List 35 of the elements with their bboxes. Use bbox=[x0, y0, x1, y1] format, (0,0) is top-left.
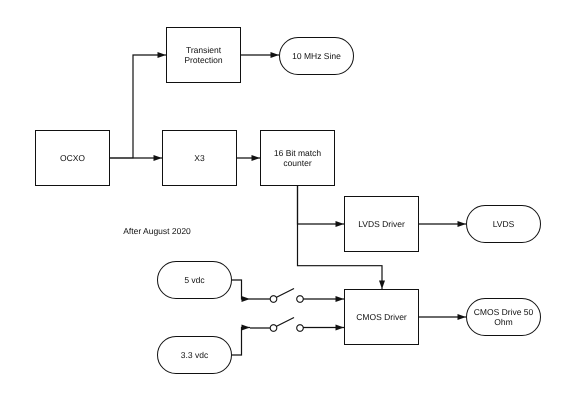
switch-symbol bbox=[250, 286, 304, 303]
arrow bbox=[232, 279, 250, 302]
block-label: LVDS bbox=[492, 219, 514, 229]
process-box bbox=[166, 27, 241, 83]
block-label: 3.3 vdc bbox=[180, 350, 208, 360]
block-label: CMOS Drive 50 Ohm bbox=[472, 307, 534, 327]
terminal-pill bbox=[157, 336, 232, 374]
process-box bbox=[344, 289, 419, 345]
arrow bbox=[110, 155, 162, 161]
terminal-pill bbox=[279, 37, 354, 75]
arrow bbox=[296, 186, 385, 289]
note-text: After August 2020 bbox=[122, 226, 192, 236]
process-box bbox=[162, 130, 237, 186]
terminal-pill bbox=[157, 261, 232, 299]
block-label: LVDS Driver bbox=[358, 219, 405, 229]
block-label: Transient Protection bbox=[183, 45, 224, 65]
terminal-pill bbox=[466, 205, 541, 243]
arrow bbox=[303, 296, 344, 302]
block-label: 10 MHz Sine bbox=[292, 51, 341, 61]
block-label: X3 bbox=[194, 153, 205, 163]
process-box bbox=[344, 196, 419, 252]
process-box bbox=[260, 130, 335, 186]
arrow bbox=[419, 314, 466, 320]
block-label: CMOS Driver bbox=[356, 312, 407, 322]
arrow bbox=[237, 155, 260, 161]
process-box bbox=[35, 130, 110, 186]
arrow bbox=[303, 324, 344, 330]
arrow bbox=[232, 324, 250, 356]
arrow bbox=[241, 52, 279, 58]
block-label: OCXO bbox=[60, 153, 86, 163]
terminal-pill bbox=[466, 298, 541, 336]
block-label: 5 vdc bbox=[184, 275, 205, 285]
block-label: 16 Bit match counter bbox=[272, 148, 322, 168]
arrow bbox=[419, 221, 466, 227]
switch-symbol bbox=[250, 314, 304, 332]
